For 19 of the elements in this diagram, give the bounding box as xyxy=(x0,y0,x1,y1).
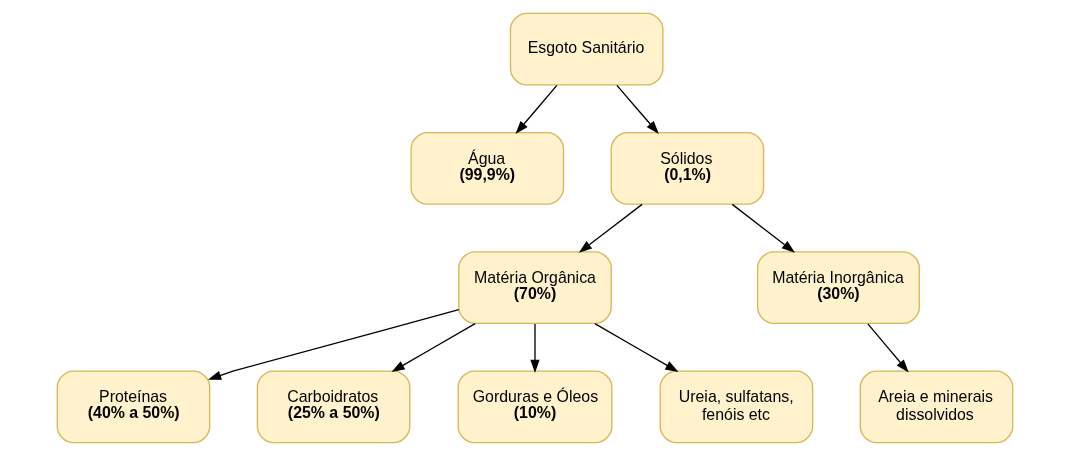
arrow xyxy=(616,84,659,134)
node-box: Água (99,9%) xyxy=(410,131,565,205)
node-box: Matéria Orgânica (70%) xyxy=(458,251,612,325)
node-box: Sólidos (0,1%) xyxy=(610,131,765,205)
node-box: Proteínas (40% a 50%) xyxy=(56,370,211,444)
node-box: Areia e minerais dissolvidos xyxy=(859,370,1014,444)
node-box: Matéria Inorgânica (30%) xyxy=(756,251,920,325)
node-box: Esgoto Sanitário xyxy=(509,12,664,86)
node-box: Gorduras e Óleos (10%) xyxy=(457,370,613,444)
arrow xyxy=(207,309,460,380)
arrow xyxy=(391,322,476,373)
arrow xyxy=(594,322,679,373)
arrow xyxy=(731,203,796,253)
node-box: Ureia, sulfatans, fenóis etc xyxy=(659,370,814,444)
node-box: Carboidratos (25% a 50%) xyxy=(256,370,411,444)
arrow xyxy=(578,203,643,253)
arrow xyxy=(867,323,909,373)
arrow xyxy=(530,323,540,374)
arrow xyxy=(515,84,558,135)
